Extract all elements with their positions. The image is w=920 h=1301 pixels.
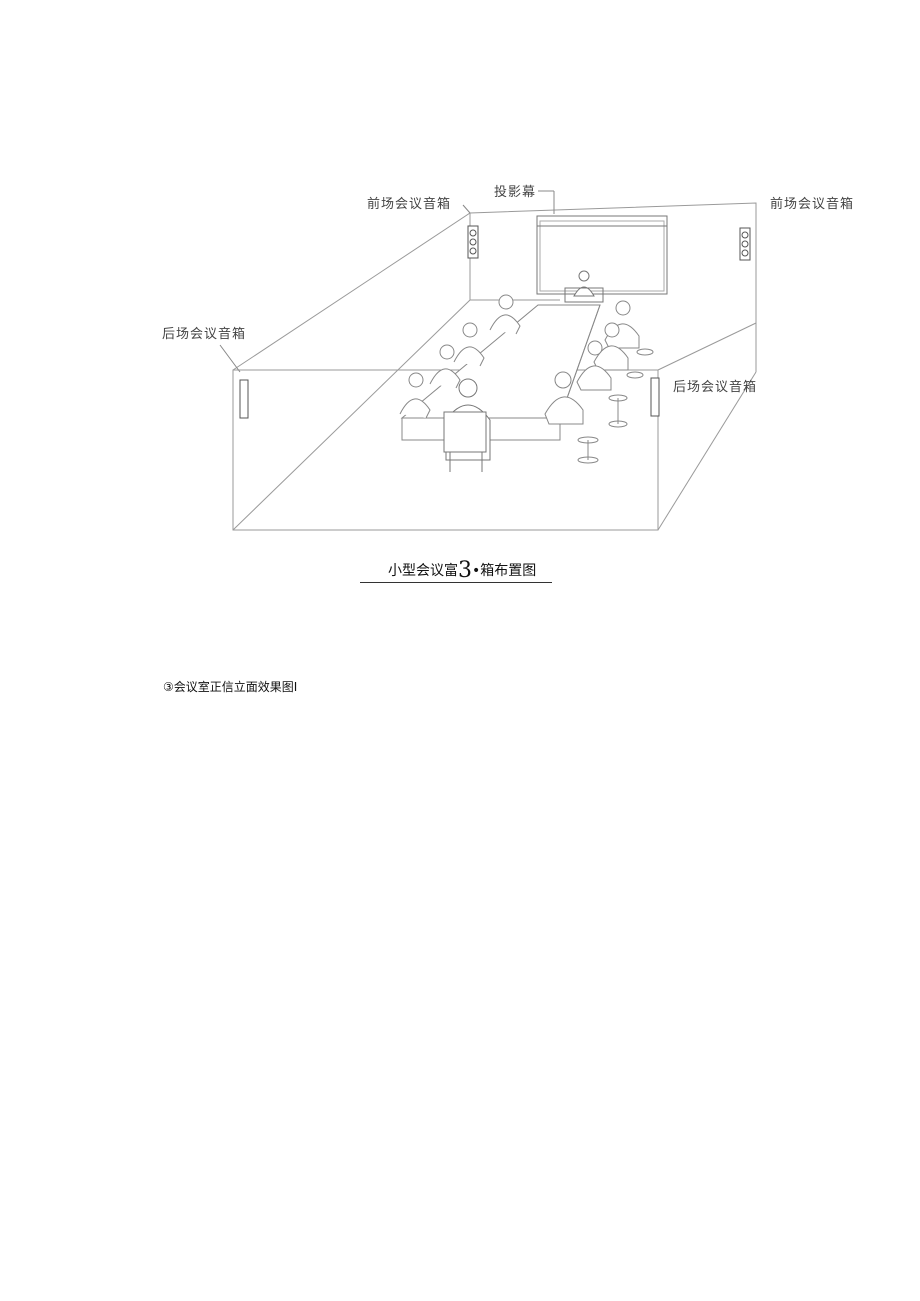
caption-number: 3 — [458, 558, 472, 583]
conference-room-speaker-layout-diagram — [219, 190, 757, 531]
projection-screen-label: 投影幕 — [494, 185, 537, 200]
label-leader-lines — [219, 190, 555, 373]
attendees-left — [399, 294, 521, 419]
rear-left-speaker — [239, 379, 249, 419]
figure-caption: 小型会议富3•箱布置图 — [360, 560, 552, 583]
rear-right-speaker — [650, 377, 660, 417]
front-left-speaker — [467, 225, 479, 259]
projection-screen — [536, 215, 668, 295]
presenter — [564, 270, 604, 303]
rear-right-speaker-label: 后场会议音箱 — [673, 380, 758, 395]
front-right-speaker — [739, 227, 751, 261]
caption-prefix: 小型会议富 — [388, 563, 458, 579]
attendees-right — [544, 300, 654, 464]
front-right-speaker-label: 前场会议音箱 — [770, 197, 855, 212]
attendee-table-end — [443, 378, 491, 472]
room-outline — [232, 202, 757, 531]
section-note: ③会议室正信立面效果图I — [163, 680, 298, 694]
caption-suffix: •箱布置图 — [472, 563, 537, 579]
front-left-speaker-label: 前场会议音箱 — [367, 197, 452, 212]
rear-left-speaker-label: 后场会议音箱 — [162, 327, 247, 342]
